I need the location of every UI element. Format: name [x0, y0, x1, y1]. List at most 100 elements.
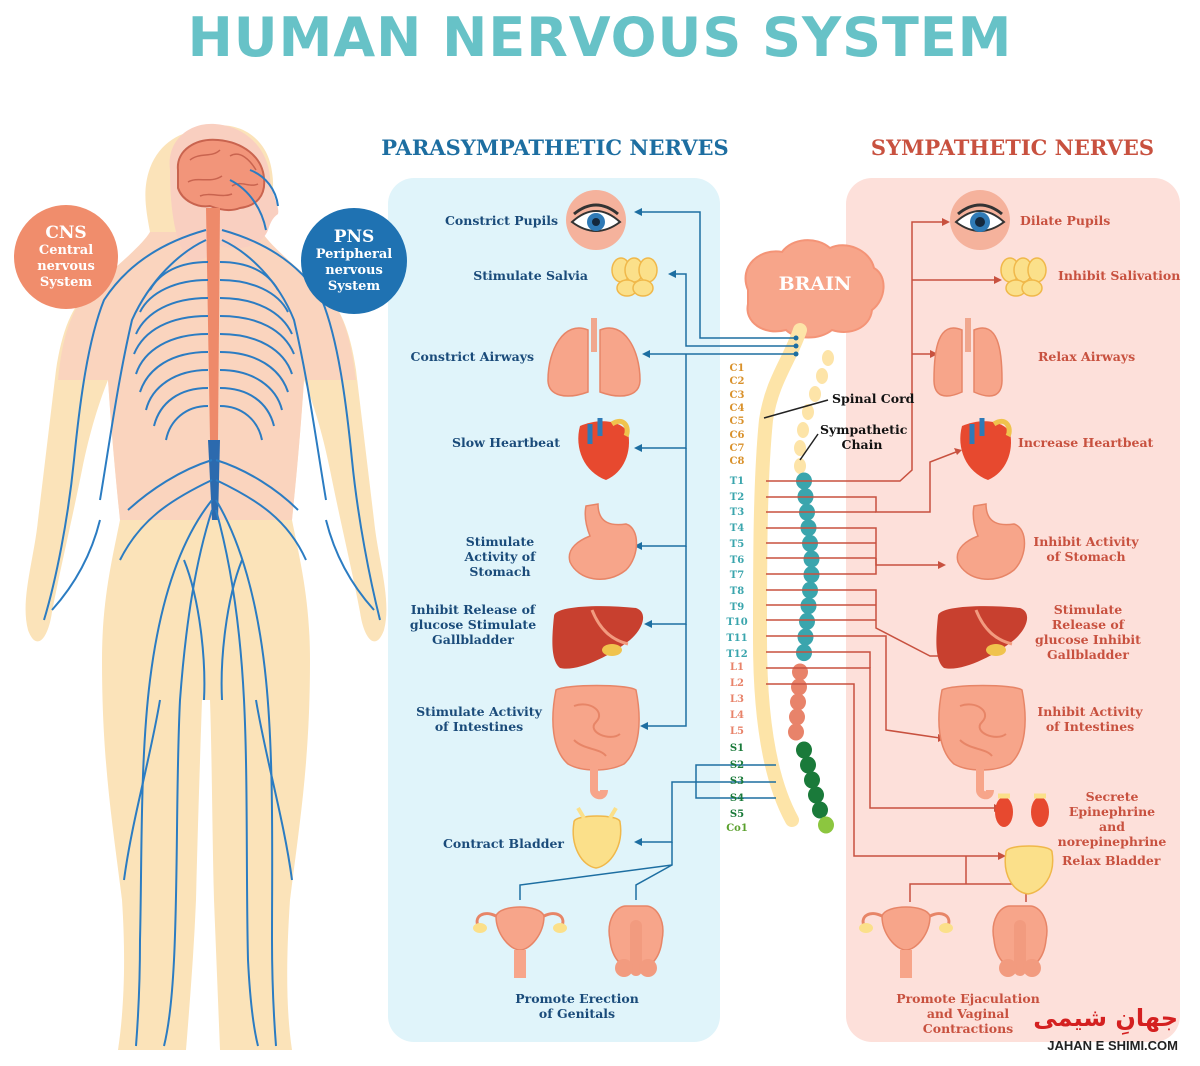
female-reproductive-icon	[473, 906, 567, 978]
label-contract-bladder: Contract Bladder	[442, 836, 564, 851]
vertebra-t6: T6	[729, 554, 745, 566]
vertebra-c7: C7	[729, 442, 745, 454]
intercostal-nerves	[133, 261, 295, 441]
vertebra-l2: L2	[730, 678, 744, 689]
liver-icon	[552, 606, 644, 669]
cns-short: CNS	[45, 223, 87, 243]
intestines-icon	[938, 684, 1026, 800]
chain-bead	[800, 756, 816, 774]
stomach-icon	[568, 503, 638, 580]
watermark-arabic: جهانِ شیمی	[1033, 1004, 1178, 1032]
vertebra-c2: C2	[729, 376, 745, 388]
vertebra-t2: T2	[729, 491, 745, 503]
vertebra-t12: T12	[726, 648, 748, 660]
chain-bead	[818, 816, 834, 834]
label-constrict-airways: Constrict Airways	[410, 349, 534, 364]
vertebra-t8: T8	[729, 585, 745, 597]
sympathetic-connectors	[766, 221, 1027, 902]
label-increase-heartbeat: Increase Heartbeat	[1018, 435, 1154, 450]
intestines-icon	[552, 684, 640, 800]
sympathetic-organs	[859, 190, 1054, 978]
label-inhibit-gallbladder: Stimulate Release of glucose Inhibit Gal…	[1035, 602, 1141, 662]
vertebra-s1: S1	[729, 743, 745, 754]
chain-bead	[791, 678, 807, 696]
central-spine	[744, 239, 885, 834]
label-gallbladder: Inhibit Release of glucose Stimulate Gal…	[409, 602, 537, 647]
salivary-gland-icon	[1000, 257, 1047, 297]
salivary-gland-icon	[611, 257, 658, 297]
label-inhibit-intestines: Inhibit Activity of Intestines	[1037, 704, 1143, 734]
chain-bead	[803, 550, 820, 568]
stomach-icon	[956, 503, 1026, 580]
human-body-illustration	[25, 123, 387, 1051]
bladder-icon	[572, 806, 622, 869]
vertebra-l3: L3	[730, 694, 744, 705]
vertebra-t11: T11	[726, 633, 748, 644]
label-relax-airways: Relax Airways	[1038, 349, 1136, 364]
heart-icon	[960, 418, 1012, 480]
pns-short: PNS	[333, 227, 375, 247]
chain-bead	[792, 663, 808, 681]
bladder-icon	[1004, 845, 1054, 895]
chain-bead	[788, 723, 804, 741]
sympathetic-chain-upper	[794, 350, 834, 474]
vertebra-s4: S4	[729, 792, 745, 804]
parasympathetic-arrowheads	[634, 208, 799, 846]
label-stimulate-intestines: Stimulate Activity of Intestines	[416, 704, 542, 734]
vertebra-t7: T7	[729, 570, 745, 582]
vertebra-t1: T1	[729, 476, 745, 487]
vertebra-s5: S5	[729, 809, 745, 820]
male-reproductive-icon	[608, 905, 664, 977]
chain-bead	[789, 708, 805, 726]
vertebra-t3: T3	[729, 507, 745, 519]
vertebra-s2: S2	[729, 759, 745, 771]
eye-icon	[566, 190, 626, 250]
vertebra-l1: L1	[730, 662, 744, 673]
center-spinal-cord	[752, 323, 807, 827]
sympathetic-chain-beads	[788, 472, 834, 834]
chain-bead	[808, 786, 824, 804]
pns-full: Peripheral nervous System	[315, 247, 393, 294]
label-dilate-pupils: Dilate Pupils	[1020, 213, 1111, 228]
female-reproductive-icon	[859, 906, 953, 978]
label-epinephrine: Secrete Epinephrine and norepinephrine	[1057, 789, 1167, 849]
vertebra-l5: L5	[730, 726, 744, 737]
center-brain-icon	[744, 239, 885, 339]
chain-bead	[796, 741, 812, 759]
male-reproductive-icon	[992, 905, 1048, 977]
vertebra-s3: S3	[729, 776, 745, 787]
vertebra-c1: C1	[729, 363, 745, 374]
vertebra-t9: T9	[729, 601, 745, 613]
pns-badge: PNS Peripheral nervous System	[301, 208, 407, 314]
cns-full: Central nervous System	[37, 243, 95, 290]
label-promote-erection: Promote Erection of Genitals	[515, 991, 639, 1021]
label-relax-bladder: Relax Bladder	[1062, 853, 1161, 868]
cns-badge: CNS Central nervous System	[14, 205, 118, 309]
peripheral-nerves	[43, 169, 381, 1047]
watermark-latin: JAHAN E SHIMI.COM	[1047, 1038, 1178, 1053]
label-stimulate-salvia: Stimulate Salvia	[473, 268, 588, 283]
page-title: HUMAN NERVOUS SYSTEM	[187, 6, 1013, 69]
label-inhibit-stomach: Inhibit Activity of Stomach	[1033, 534, 1139, 564]
label-slow-heartbeat: Slow Heartbeat	[451, 435, 560, 450]
torso-overlay	[58, 232, 356, 520]
parasympathetic-heading: PARASYMPATHETIC NERVES	[381, 135, 729, 160]
label-stimulate-stomach: Stimulate Activity of Stomach	[464, 534, 536, 579]
chain-bead	[797, 628, 814, 646]
parasympathetic-connectors	[519, 211, 796, 900]
adrenal-gland-icon	[995, 793, 1049, 827]
vertebra-c5: C5	[729, 416, 745, 428]
label-promote-ejaculation: Promote Ejaculation and Vaginal Contract…	[896, 991, 1040, 1036]
chain-bead	[804, 771, 820, 789]
label-constrict-pupils: Constrict Pupils	[444, 213, 558, 228]
lungs-icon	[547, 318, 641, 397]
vertebra-t10: T10	[726, 617, 748, 629]
chain-bead	[799, 612, 815, 630]
spinal-cord	[206, 208, 220, 440]
parasympathetic-organs	[473, 190, 664, 978]
vertebra-l4: L4	[730, 710, 744, 721]
vertebra-c4: C4	[729, 402, 745, 414]
vertebra-co1: Co1	[726, 823, 748, 834]
chain-bead	[800, 597, 817, 615]
